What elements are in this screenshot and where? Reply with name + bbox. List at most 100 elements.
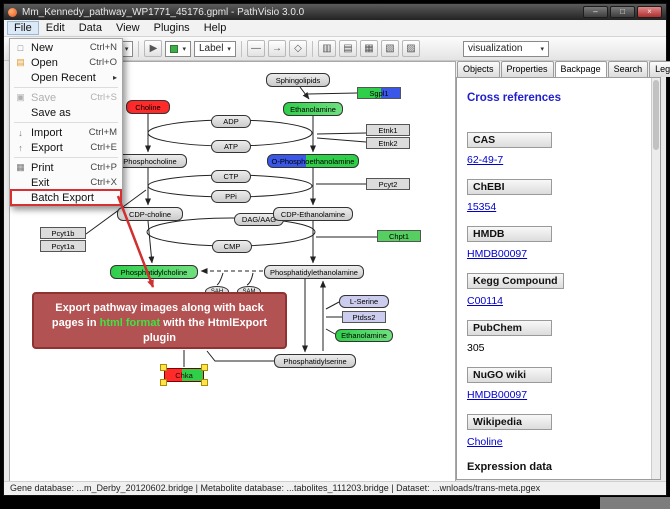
annotation-highlight: html format: [99, 316, 161, 329]
xref-link-hmdb[interactable]: HMDB00097: [467, 248, 528, 260]
menu-file[interactable]: File: [7, 21, 39, 35]
toolbar-separator: [240, 40, 242, 57]
menu-data[interactable]: Data: [78, 22, 102, 34]
xref-link-cas[interactable]: 62-49-7: [467, 154, 504, 166]
window-title: Mm_Kennedy_pathway_WP1771_45176.gpml - P…: [22, 6, 305, 18]
pathway-node-chpt1[interactable]: Chpt1: [377, 230, 421, 242]
pathway-canvas[interactable]: Sphingolipids Sgpl1 Choline Ethanolamine…: [9, 61, 456, 482]
pathway-node-pcyt1b[interactable]: Pcyt1b: [40, 227, 86, 239]
pathway-node-ppi[interactable]: PPi: [211, 190, 251, 203]
toolbar-separator: [138, 40, 140, 57]
menu-item-new[interactable]: □ New Ctrl+N: [11, 40, 121, 55]
xref-link-nugo[interactable]: HMDB00097: [467, 389, 528, 401]
pathway-node-choline[interactable]: Choline: [126, 100, 170, 114]
pathway-node-cdp-ethanolamine[interactable]: CDP-Ethanolamine: [273, 207, 353, 221]
selection-handle[interactable]: [160, 379, 167, 386]
close-button[interactable]: ×: [637, 6, 662, 18]
pathway-node-chka-selected[interactable]: Chka: [164, 368, 204, 382]
xref-source-wikipedia: Wikipedia: [467, 414, 552, 430]
selection-handle[interactable]: [201, 364, 208, 371]
pathway-node-sphingolipids[interactable]: Sphingolipids: [266, 73, 330, 87]
menu-item-batch-export[interactable]: Batch Export: [10, 189, 122, 206]
menu-separator: [14, 122, 118, 123]
file-menu-popup: □ New Ctrl+N ▤ Open Ctrl+O Open Recent ▸…: [9, 38, 123, 207]
shape-tool-icon[interactable]: ◇: [288, 40, 307, 57]
xref-source-chebi: ChEBI: [467, 179, 552, 195]
menu-help[interactable]: Help: [203, 22, 227, 34]
menu-view[interactable]: View: [115, 22, 140, 34]
pathway-node-pcyt1a[interactable]: Pcyt1a: [40, 240, 86, 252]
pathway-node-phosphocholine[interactable]: Phosphocholine: [113, 154, 187, 168]
tab-search[interactable]: Search: [607, 61, 649, 77]
pointer-tool-icon[interactable]: ▶: [144, 40, 163, 57]
chevron-down-icon: ▾: [227, 45, 231, 53]
visualization-dropdown[interactable]: visualization ▾: [463, 40, 549, 57]
maximize-button[interactable]: □: [610, 6, 635, 18]
panel-scrollbar-thumb[interactable]: [653, 80, 659, 150]
menu-item-print[interactable]: ▦ Print Ctrl+P: [11, 160, 121, 175]
xref-source-pubchem: PubChem: [467, 320, 552, 336]
pathway-node-cdp-choline[interactable]: CDP-choline: [117, 207, 183, 221]
save-disk-icon: ▣: [16, 92, 25, 102]
app-logo-icon: [8, 7, 17, 17]
label-template-dropdown[interactable]: Label ▾: [193, 40, 236, 57]
selection-handle[interactable]: [201, 379, 208, 386]
toolbar-separator: [311, 40, 313, 57]
application-window: Mm_Kennedy_pathway_WP1771_45176.gpml - P…: [3, 3, 670, 496]
xref-link-wikipedia[interactable]: Choline: [467, 436, 503, 448]
pathway-node-phosphatidylethanolamine[interactable]: Phosphatidylethanolamine: [264, 265, 364, 279]
pathway-node-phosphatidylcholine[interactable]: Phosphatidylcholine: [110, 265, 198, 279]
pathway-node-atp[interactable]: ATP: [211, 140, 251, 153]
menu-edit[interactable]: Edit: [45, 22, 65, 34]
arrow-tool-icon[interactable]: →: [267, 40, 286, 57]
pathway-node-l-serine[interactable]: L-Serine: [339, 295, 389, 308]
pathway-node-pcyt2[interactable]: Pcyt2: [366, 178, 410, 190]
xref-link-chebi[interactable]: 15354: [467, 201, 497, 213]
status-bar: Gene database: ...m_Derby_20120602.bridg…: [4, 481, 666, 495]
align-horizontal-icon[interactable]: ▥: [317, 40, 336, 57]
pathway-node-etnk2[interactable]: Etnk2: [366, 137, 410, 149]
menu-item-export[interactable]: ↑ Export Ctrl+E: [11, 140, 121, 155]
align-center-icon[interactable]: ▦: [359, 40, 378, 57]
datanode-template-dropdown[interactable]: ▾: [165, 40, 191, 57]
tab-legend[interactable]: Legend: [649, 61, 670, 77]
cross-references-title: Cross references: [467, 92, 561, 104]
minimize-button[interactable]: –: [583, 6, 608, 18]
selection-handle[interactable]: [160, 364, 167, 371]
menu-item-exit[interactable]: Exit Ctrl+X: [31, 176, 117, 189]
datanode-icon: [170, 44, 179, 53]
align-vertical-icon[interactable]: ▤: [338, 40, 357, 57]
side-panel: Objects Properties Backpage Search Legen…: [456, 61, 670, 480]
pathway-node-phosphatidylserine[interactable]: Phosphatidylserine: [274, 354, 356, 368]
stack-icon[interactable]: ▨: [401, 40, 420, 57]
menu-item-open-recent[interactable]: Open Recent ▸: [31, 71, 117, 84]
pathway-node-cmp[interactable]: CMP: [212, 240, 252, 253]
pathway-node-sgpl1[interactable]: Sgpl1: [357, 87, 401, 99]
selected-node-wrapper: Chka: [160, 364, 208, 386]
pathway-node-etnk1[interactable]: Etnk1: [366, 124, 410, 136]
tab-backpage[interactable]: Backpage: [554, 61, 607, 77]
pathway-node-o-phosphoethanolamine[interactable]: O-Phosphoethanolamine: [267, 154, 359, 168]
pathway-node-adp[interactable]: ADP: [211, 115, 251, 128]
menu-item-open[interactable]: ▤ Open Ctrl+O: [11, 55, 121, 70]
menu-item-save-as[interactable]: Save as: [31, 106, 71, 119]
import-icon: ↓: [18, 127, 23, 138]
tab-properties[interactable]: Properties: [500, 61, 554, 77]
menu-plugins[interactable]: Plugins: [153, 22, 190, 34]
chevron-down-icon: ▾: [182, 45, 186, 53]
xref-link-kegg[interactable]: C00114: [467, 295, 504, 307]
tab-objects[interactable]: Objects: [457, 61, 500, 77]
pathway-node-ethanolamine-2[interactable]: Ethanolamine: [335, 329, 393, 342]
chevron-down-icon: ▾: [540, 45, 544, 53]
pathway-node-ctp[interactable]: CTP: [211, 170, 251, 183]
pathway-node-ethanolamine[interactable]: Ethanolamine: [283, 102, 343, 116]
xref-source-cas: CAS: [467, 132, 552, 148]
xref-source-kegg: Kegg Compound: [467, 273, 564, 289]
distribute-icon[interactable]: ▧: [380, 40, 399, 57]
pathway-node-ptdss2[interactable]: Ptdss2: [342, 311, 386, 323]
menu-item-save: ▣ Save Ctrl+S: [11, 90, 121, 105]
line-tool-icon[interactable]: —: [246, 40, 265, 57]
menu-item-import[interactable]: ↓ Import Ctrl+M: [11, 125, 121, 140]
menu-separator: [14, 157, 118, 158]
panel-scrollbar[interactable]: [651, 78, 660, 479]
